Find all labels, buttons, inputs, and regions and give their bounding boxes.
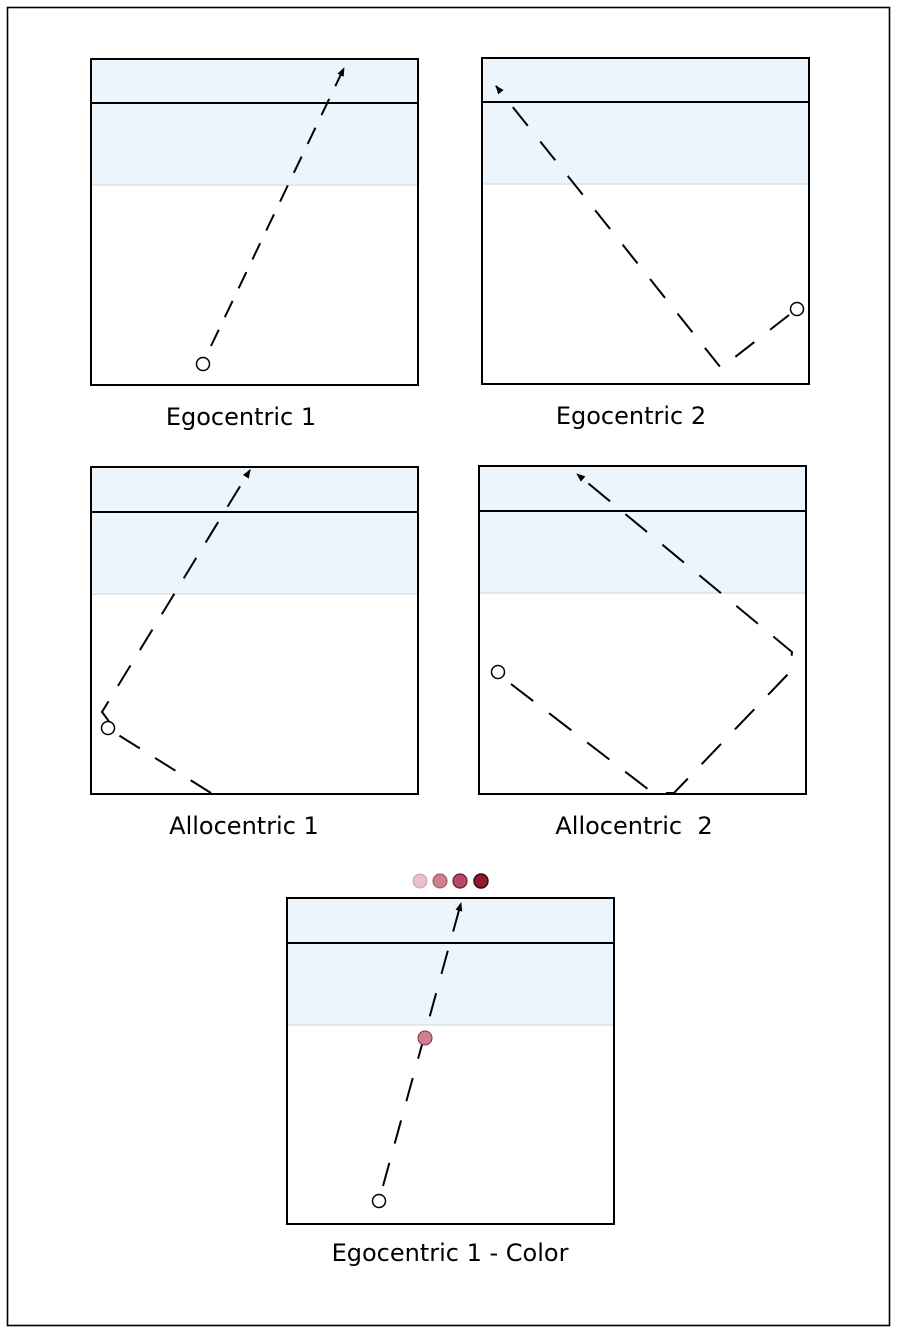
swim-path	[510, 473, 794, 794]
legend-dot-1	[412, 873, 428, 889]
swim-path	[100, 469, 251, 794]
panel-frame	[481, 57, 810, 385]
legend-dot-3	[452, 873, 468, 889]
water-band	[287, 898, 614, 1025]
legend-dot-2	[432, 873, 448, 889]
start-marker	[490, 664, 506, 680]
start-marker	[371, 1193, 387, 1209]
panel-egocentric-1-color: Egocentric 1 - Color	[286, 873, 615, 1267]
panel-egocentric-1: Egocentric 1	[90, 58, 419, 431]
outer-border	[6, 6, 891, 1327]
water-band	[482, 58, 809, 184]
panel-allocentric-2: Allocentric 2	[478, 465, 807, 840]
start-marker	[789, 301, 805, 317]
panel-label: Allocentric 1	[169, 812, 319, 840]
panel-label: Egocentric 2	[556, 402, 706, 430]
color-legend	[412, 873, 489, 889]
panel-frame	[286, 897, 615, 1225]
swim-path	[495, 85, 790, 370]
start-marker	[100, 720, 116, 736]
panel-label: Egocentric 1	[166, 403, 316, 431]
color-cue-dot	[417, 1030, 433, 1046]
panel-frame	[90, 58, 419, 386]
panel-allocentric-1: Allocentric 1	[90, 466, 419, 840]
panel-frame	[90, 466, 419, 795]
panel-label: Egocentric 1 - Color	[332, 1239, 569, 1267]
panel-label: Allocentric 2	[555, 812, 712, 840]
panel-egocentric-2: Egocentric 2	[481, 57, 810, 430]
legend-dot-4	[473, 873, 489, 889]
water-band	[91, 59, 418, 185]
start-marker	[195, 356, 211, 372]
swim-path	[210, 67, 345, 347]
water-band	[91, 467, 418, 594]
panel-frame	[478, 465, 807, 795]
